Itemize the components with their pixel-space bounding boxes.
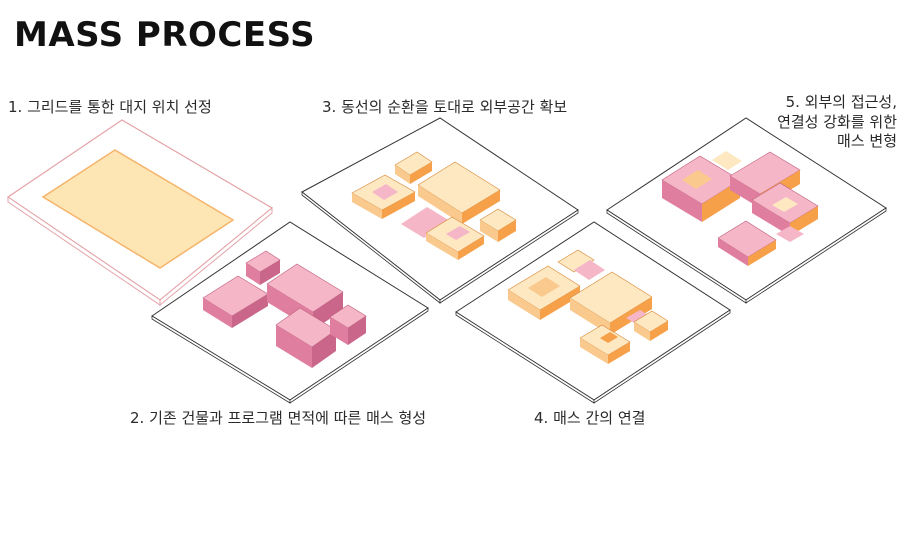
step-1-site-plate [6, 119, 274, 307]
step-2-masses [202, 250, 367, 368]
step-5-label: 5. 외부의 접근성, 연결성 강화를 위한 매스 변형 [777, 93, 897, 152]
step-5-plate [606, 117, 887, 304]
step-4-label: 4. 매스 간의 연결 [534, 409, 646, 427]
step-3-masses [351, 151, 517, 260]
step-2-label: 2. 기존 건물과 프로그램 면적에 따른 매스 형성 [130, 409, 427, 427]
step-1-label: 1. 그리드를 통한 대지 위치 선정 [8, 98, 212, 116]
page-title: MASS PROCESS [14, 15, 316, 55]
step-5-masses [661, 151, 819, 266]
step-5-label-line-2: 연결성 강화를 위한 [777, 112, 897, 131]
step-5-label-line-1: 5. 외부의 접근성, [785, 93, 897, 111]
step-3-label: 3. 동선의 순환을 토대로 외부공간 확보 [322, 98, 568, 116]
step-5-label-line-3: 매스 변형 [837, 132, 897, 150]
step-4-masses [507, 249, 669, 364]
